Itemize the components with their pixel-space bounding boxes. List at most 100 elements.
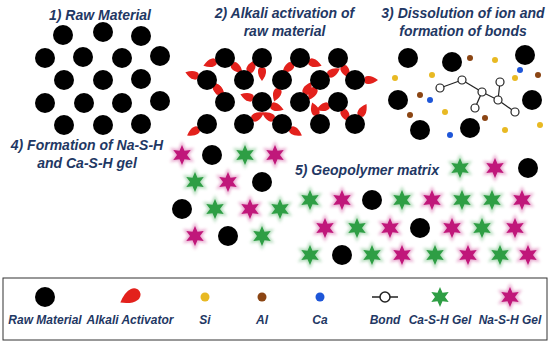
csh-gel-halo [233, 141, 257, 169]
nsh-gel-halo [216, 168, 240, 196]
raw-particle [410, 120, 430, 140]
nsh-gel [241, 199, 258, 219]
stage-heading: 3) Dissolution of ion and formation of b… [380, 4, 546, 40]
raw-particle [172, 199, 192, 219]
legend-swatch [258, 293, 267, 302]
legend-label: Bond [370, 313, 401, 327]
bond-node [471, 104, 479, 112]
si-ion [512, 75, 518, 81]
bond-node [458, 76, 466, 84]
csh-gel [186, 172, 203, 192]
csh-gel-halo [423, 241, 447, 269]
nsh-gel [486, 158, 503, 178]
raw-particle [290, 92, 310, 112]
raw-particle [310, 70, 330, 90]
stage-heading: 1) Raw Material [20, 6, 180, 24]
nsh-gel-halo [170, 141, 194, 169]
raw-particle [197, 70, 217, 90]
csh-gel-halo [470, 214, 494, 242]
nsh-gel [513, 190, 530, 210]
nsh-gel [316, 218, 333, 238]
raw-particle [272, 70, 292, 90]
csh-gel-halo [488, 241, 512, 269]
raw-particle [328, 48, 348, 68]
nsh-gel [519, 245, 536, 265]
legend-label: Si [199, 313, 210, 327]
si-ion [502, 127, 508, 133]
csh-gel [236, 145, 253, 165]
si-ion [392, 75, 398, 81]
legend-label: Na-S-H Gel [479, 313, 542, 327]
stage-heading: 2) Alkali activation of raw material [207, 4, 362, 40]
raw-particle [93, 22, 113, 42]
csh-gel [483, 190, 500, 210]
csh-gel [253, 226, 270, 246]
csh-gel [393, 190, 410, 210]
al-ion [482, 115, 488, 121]
csh-gel [348, 218, 365, 238]
raw-particle [515, 45, 535, 65]
csh-gel-halo [450, 186, 474, 214]
raw-particle [290, 48, 310, 68]
raw-particle [35, 93, 55, 113]
raw-particle [310, 114, 330, 134]
raw-particle [522, 90, 542, 110]
nsh-gel-halo [516, 241, 540, 269]
raw-particle [328, 92, 348, 112]
legend-swatch [431, 287, 448, 307]
nsh-gel [219, 172, 236, 192]
raw-particle [442, 52, 462, 72]
alkali-drop [258, 67, 266, 81]
legend-box [3, 278, 547, 340]
si-ion [492, 57, 498, 63]
raw-particle [388, 90, 408, 110]
si-ion [442, 109, 448, 115]
nsh-gel-halo [390, 241, 414, 269]
ca-ion [427, 97, 433, 103]
raw-particle [345, 70, 365, 90]
nsh-gel [186, 226, 203, 246]
csh-gel [271, 199, 288, 219]
ca-ion [517, 67, 523, 73]
nsh-gel-halo [263, 141, 287, 169]
alkali-drop [117, 286, 143, 308]
legend-label: Raw Material [8, 313, 81, 327]
raw-particle [197, 114, 217, 134]
csh-gel-halo [448, 154, 472, 182]
raw-particle [131, 26, 151, 46]
al-ion [407, 112, 413, 118]
stage-heading: 4) Formation of Na-S-H and Ca-S-H gel [6, 136, 168, 172]
csh-gel-halo [203, 195, 227, 223]
csh-gel-halo [250, 222, 274, 250]
si-ion [537, 122, 543, 128]
csh-gel [206, 199, 223, 219]
nsh-gel-halo [313, 214, 337, 242]
legend-swatch [201, 293, 210, 302]
raw-particle [35, 48, 55, 68]
csh-gel-halo [298, 186, 322, 214]
nsh-gel [443, 218, 460, 238]
raw-particle [218, 226, 238, 246]
raw-particle [53, 25, 73, 45]
csh-gel [301, 190, 318, 210]
csh-gel [301, 245, 318, 265]
si-ion [429, 72, 435, 78]
raw-particle [460, 118, 480, 138]
csh-gel [363, 245, 380, 265]
nsh-gel-halo [420, 186, 444, 214]
csh-gel-halo [268, 195, 292, 223]
csh-gel-halo [345, 214, 369, 242]
nsh-gel [266, 145, 283, 165]
raw-particle [54, 115, 74, 135]
csh-gel-halo [298, 241, 322, 269]
raw-particle [332, 245, 352, 265]
nsh-gel-halo [378, 214, 402, 242]
nsh-gel [423, 190, 440, 210]
bond-node [478, 88, 486, 96]
csh-gel [491, 245, 508, 265]
legend-label: Ca-S-H Gel [409, 313, 472, 327]
raw-particle [150, 46, 170, 66]
raw-particle [252, 172, 272, 192]
raw-particle [518, 158, 538, 178]
